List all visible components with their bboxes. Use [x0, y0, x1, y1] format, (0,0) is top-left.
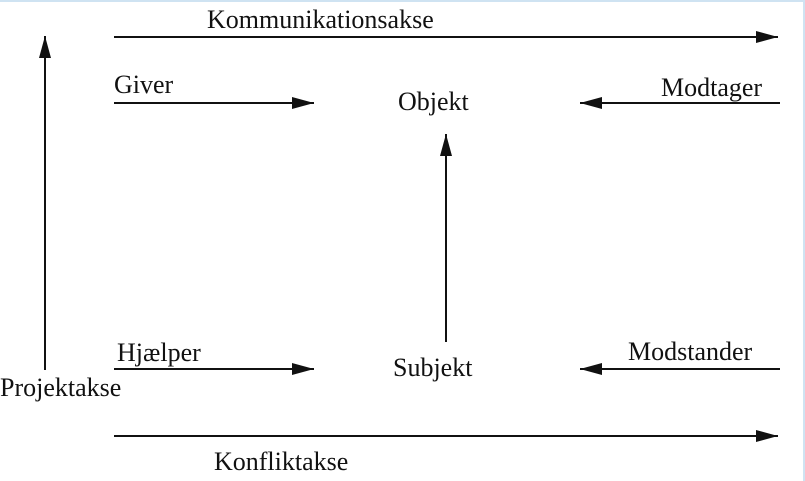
frame-right-border	[803, 0, 805, 481]
helper-label: Hjælper	[117, 338, 201, 367]
opponent-label: Modstander	[628, 337, 753, 366]
object-label: Objekt	[398, 87, 469, 116]
subject-label: Subjekt	[393, 353, 473, 382]
receiver-label: Modtager	[661, 73, 763, 102]
sender-label: Giver	[114, 70, 174, 99]
communication-axis-label: Kommunikationsakse	[207, 5, 434, 34]
project-axis-label: Projektakse	[0, 373, 122, 402]
frame-top-border	[0, 0, 805, 2]
conflict-axis-label: Konfliktakse	[214, 447, 349, 476]
